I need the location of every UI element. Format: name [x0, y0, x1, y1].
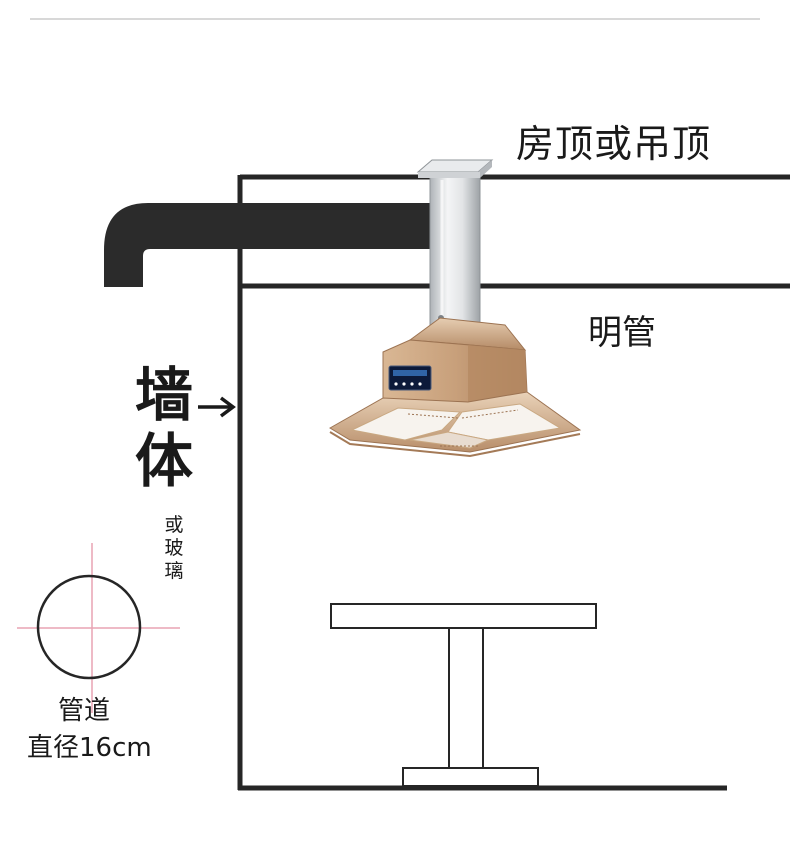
label-pipe: 管道: [58, 696, 111, 726]
dining-table: [330, 603, 597, 787]
label-roof-or-ceiling: 房顶或吊顶: [516, 122, 712, 166]
range-hood: [329, 317, 582, 458]
pipe-circle-icon: [17, 543, 180, 713]
hood-chimney: [416, 159, 494, 334]
table-base: [402, 767, 539, 787]
hood-display-panel: [388, 365, 432, 391]
table-leg: [448, 627, 484, 769]
label-or-glass: 或玻璃: [164, 514, 184, 582]
table-top: [330, 603, 597, 629]
label-pipe-diameter: 直径16cm: [27, 733, 152, 763]
exhaust-duct: [104, 203, 438, 287]
label-wall-char1: 墙: [135, 361, 194, 429]
label-exposed-pipe: 明管: [588, 313, 656, 353]
label-wall-char2: 体: [135, 427, 194, 495]
arrow-right-icon: [198, 396, 236, 418]
